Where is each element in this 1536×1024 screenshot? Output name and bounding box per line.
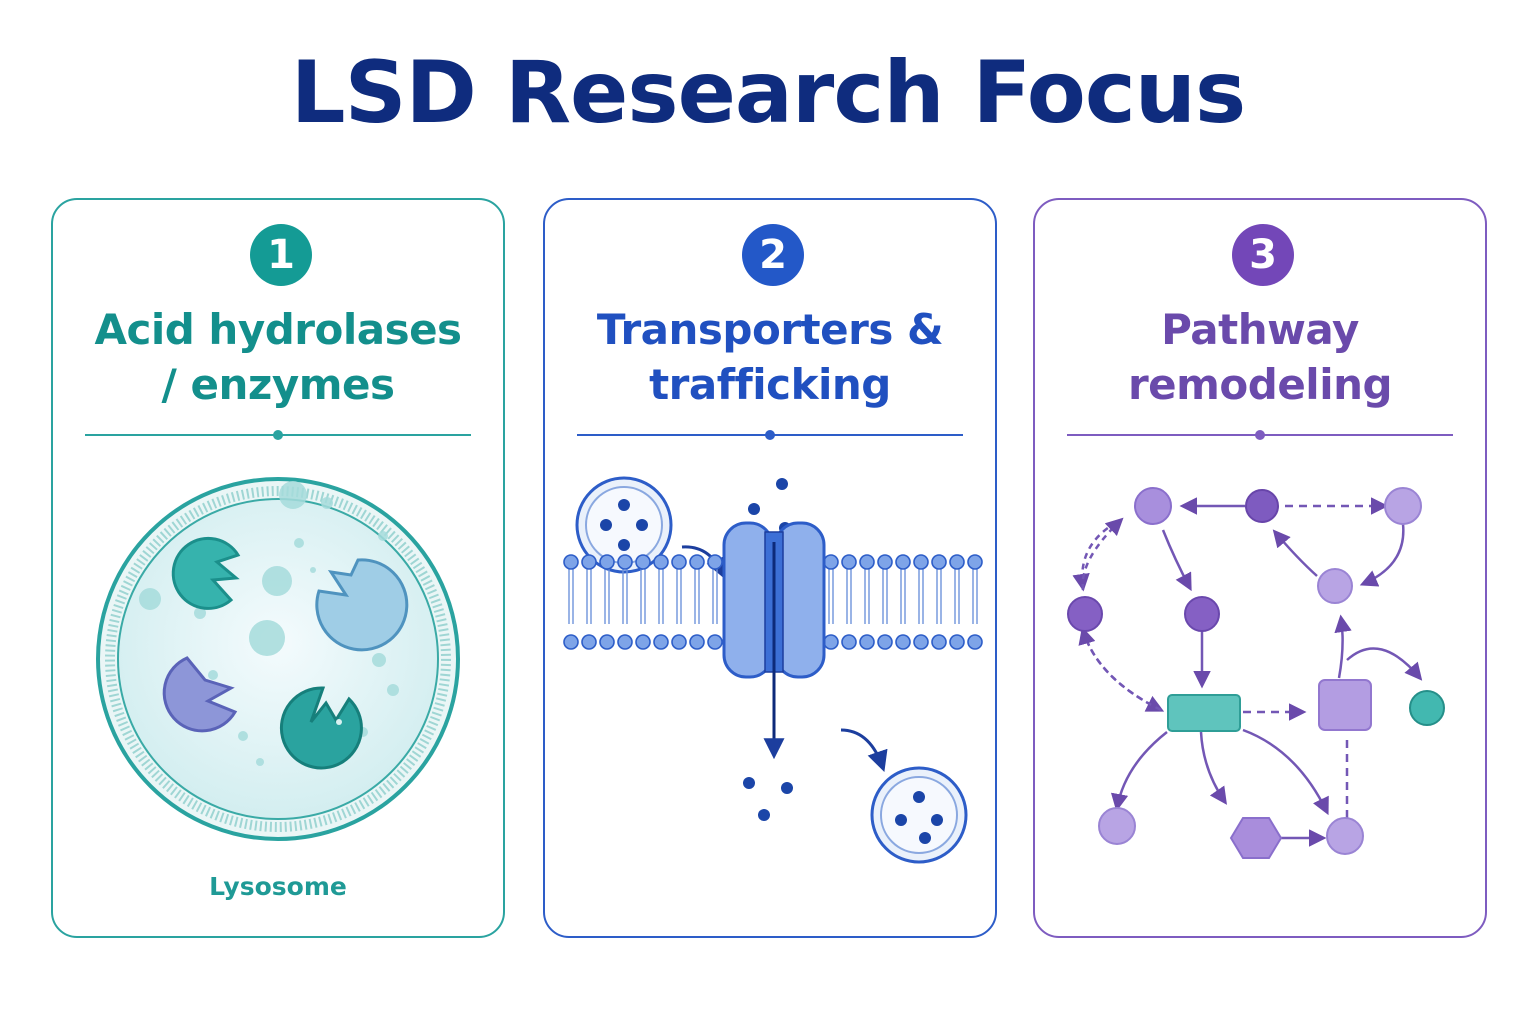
transporter-protein	[722, 521, 826, 760]
pathway-node	[1326, 817, 1364, 855]
membrane-right	[823, 554, 983, 650]
pathway-network-illustration	[1067, 487, 1445, 859]
pathway-node	[1184, 596, 1220, 632]
pathway-node	[1384, 487, 1422, 525]
pathway-node-hexagon	[1229, 817, 1283, 859]
card-title-line: Acid hydrolases	[94, 305, 462, 354]
number-badge: 2	[742, 224, 804, 286]
pathway-node	[1134, 487, 1172, 525]
pathway-node	[1067, 596, 1103, 632]
card-title: Acid hydrolases / enzymes	[63, 302, 493, 412]
divider	[1067, 430, 1453, 440]
vesicle-top	[575, 476, 673, 574]
enzyme-shape	[162, 656, 238, 733]
card-title-line: Transporters &	[596, 305, 944, 354]
card-title-line: trafficking	[649, 360, 891, 409]
pathway-node	[1409, 690, 1445, 726]
divider	[85, 430, 471, 440]
number-badge: 1	[250, 224, 312, 286]
card-title-line: remodeling	[1127, 360, 1393, 409]
pathway-node	[1317, 568, 1353, 604]
card-pathway-remodeling: 3 Pathway remodeling	[1033, 198, 1487, 938]
number-badge: 3	[1232, 224, 1294, 286]
enzyme-shape	[315, 558, 409, 652]
membrane-left	[563, 554, 723, 650]
page-title: LSD Research Focus	[290, 43, 1246, 143]
card-title-line: Pathway	[1161, 305, 1359, 354]
enzyme-shape	[171, 536, 241, 610]
pathway-node	[1245, 489, 1279, 523]
card-transporters: 2 Transporters & trafficking	[543, 198, 997, 938]
card-title: Transporters & trafficking	[555, 302, 985, 412]
lysosome-caption: Lysosome	[209, 872, 347, 901]
pathway-node	[1098, 807, 1136, 845]
pathway-node-rect	[1167, 694, 1241, 732]
card-title-line: / enzymes	[161, 360, 395, 409]
divider	[577, 430, 963, 440]
enzyme-shape	[279, 686, 363, 770]
pathway-node-square	[1318, 679, 1372, 731]
lysosome-illustration	[96, 477, 460, 841]
card-acid-hydrolases: 1 Acid hydrolases / enzymes	[51, 198, 505, 938]
card-title: Pathway remodeling	[1045, 302, 1475, 412]
transporter-illustration	[563, 476, 983, 864]
vesicle-bottom	[870, 766, 968, 864]
